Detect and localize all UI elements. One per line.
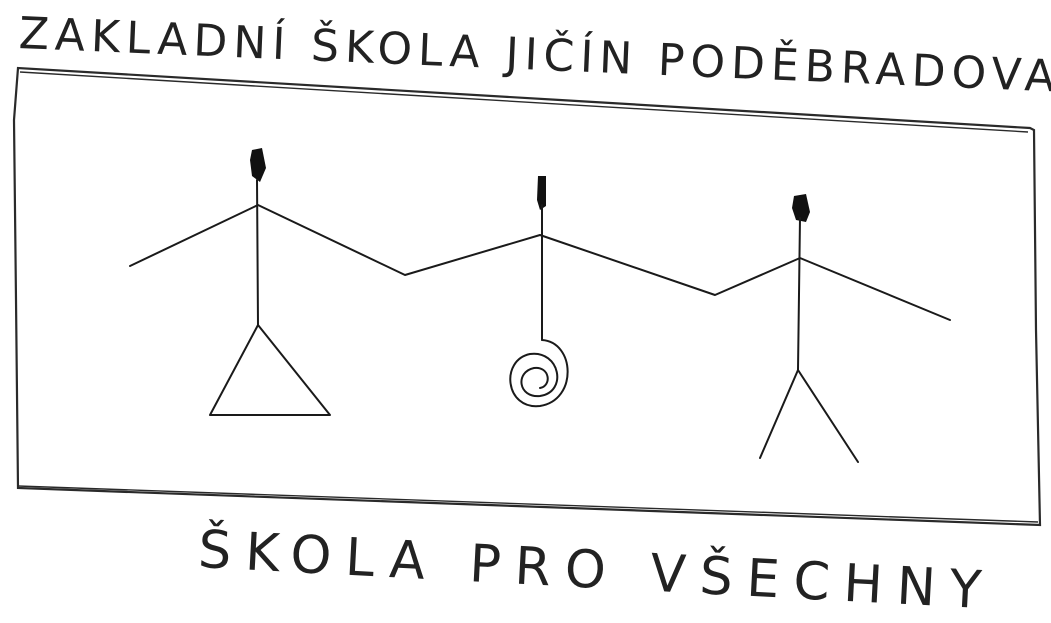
figure-right: [759, 194, 859, 463]
figure-middle: [509, 176, 569, 408]
linked-arms-line: [129, 204, 951, 321]
logo-frame: [12, 66, 1042, 527]
figure-left: [209, 148, 331, 416]
